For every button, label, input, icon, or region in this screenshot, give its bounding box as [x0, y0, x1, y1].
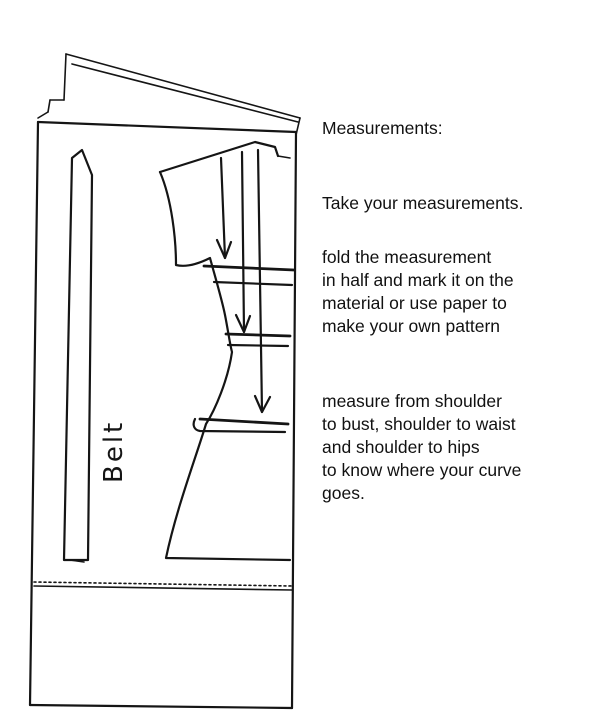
instruction-measure-lengths: measure from shoulder to bust, shoulder … — [322, 391, 522, 503]
booklet-back-pages — [37, 53, 301, 136]
booklet-front-page — [28, 120, 298, 710]
measurement-marks — [192, 264, 296, 434]
instructions-heading: Measurements: — [322, 118, 443, 138]
measurement-arrows — [215, 148, 272, 414]
belt-label: Belt — [99, 420, 129, 483]
belt-piece: Belt — [62, 148, 129, 563]
instruction-take-measurements: Take your measurements. — [322, 193, 524, 213]
bodice-pattern-piece — [158, 140, 292, 562]
instruction-fold-and-mark: fold the measurement in half and mark it… — [322, 247, 514, 336]
